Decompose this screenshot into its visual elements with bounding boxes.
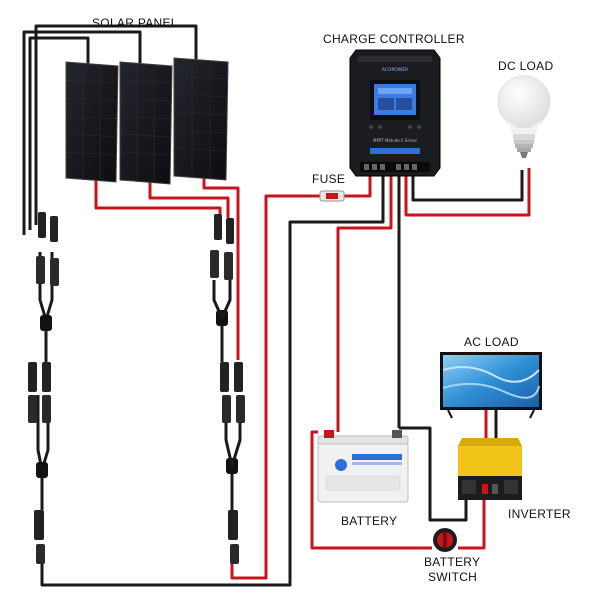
dc-load-label: DC LOAD bbox=[498, 59, 554, 73]
panel2-positive-wire bbox=[148, 180, 230, 218]
fuse-label: FUSE bbox=[312, 172, 346, 186]
dc-load-negative-wire bbox=[411, 170, 524, 202]
charge-controller-icon: ACOPOWER MPPT Midnite II Series bbox=[349, 49, 441, 177]
mc4-connector bbox=[236, 395, 245, 423]
mc4-connector bbox=[34, 510, 44, 540]
y-branch-connector bbox=[36, 462, 48, 478]
mc4-connector bbox=[220, 362, 229, 392]
mc4-connector bbox=[50, 216, 58, 242]
solar-panel-label: SOLAR PANEL bbox=[92, 16, 178, 30]
negative-wires bbox=[22, 24, 524, 587]
battery-switch-label-line1: BATTERY bbox=[424, 555, 481, 569]
inverter-label: INVERTER bbox=[508, 507, 571, 521]
battery-negative-to-inverter bbox=[399, 426, 468, 522]
mc4-connector bbox=[226, 218, 234, 244]
mc4-connector bbox=[210, 250, 219, 278]
mc4-connector bbox=[28, 395, 37, 423]
solar-panels bbox=[65, 57, 229, 185]
mc4-connector bbox=[228, 510, 238, 540]
y-branch-connector bbox=[40, 315, 52, 331]
battery-switch-icon bbox=[433, 528, 457, 552]
television-icon bbox=[440, 352, 542, 419]
battery-label: BATTERY bbox=[341, 514, 398, 528]
mc4-connector bbox=[28, 362, 37, 392]
svg-text:MPPT Midnite II Series: MPPT Midnite II Series bbox=[373, 138, 417, 143]
light-bulb-icon bbox=[497, 75, 551, 158]
dc-load-positive-wire bbox=[404, 168, 531, 217]
svg-text:ACOPOWER: ACOPOWER bbox=[382, 67, 408, 73]
mc4-connector bbox=[234, 362, 243, 392]
solar-panel-2 bbox=[119, 61, 173, 185]
fuse-to-controller bbox=[344, 176, 372, 198]
solar-panel-1 bbox=[65, 61, 119, 183]
solar-panel-3 bbox=[173, 57, 229, 181]
left-branch-mid bbox=[36, 395, 44, 471]
panel1-positive-wire bbox=[94, 180, 222, 220]
panel3-negative-wire bbox=[34, 24, 198, 225]
mc4-connectors bbox=[28, 212, 245, 564]
right-branch-lower bbox=[230, 194, 320, 580]
fuse-icon bbox=[319, 190, 345, 202]
mc4-connector bbox=[42, 362, 51, 392]
mc4-connector bbox=[230, 544, 239, 564]
panel3-positive-wire bbox=[202, 178, 240, 360]
mc4-connector bbox=[36, 544, 45, 564]
charge-controller-label: CHARGE CONTROLLER bbox=[323, 32, 465, 46]
battery-positive-to-switch bbox=[310, 430, 432, 550]
mc4-connector bbox=[222, 395, 231, 423]
mc4-connector bbox=[42, 395, 51, 423]
mc4-connector bbox=[38, 212, 46, 238]
panel1-negative-wire bbox=[28, 36, 90, 230]
inverter-icon bbox=[458, 438, 522, 500]
mc4-connector bbox=[224, 252, 233, 280]
battery-icon bbox=[317, 430, 409, 503]
array-negative-return bbox=[40, 176, 385, 587]
ac-load-label: AC LOAD bbox=[464, 335, 519, 349]
controller-battery-positive bbox=[336, 176, 393, 432]
mc4-connector bbox=[50, 258, 59, 286]
switch-to-inverter bbox=[458, 500, 486, 550]
panel2-negative-wire bbox=[22, 30, 142, 235]
battery-switch-label-line2: SWITCH bbox=[428, 570, 478, 584]
mc4-connector bbox=[36, 256, 45, 284]
mc4-connector bbox=[214, 214, 222, 240]
